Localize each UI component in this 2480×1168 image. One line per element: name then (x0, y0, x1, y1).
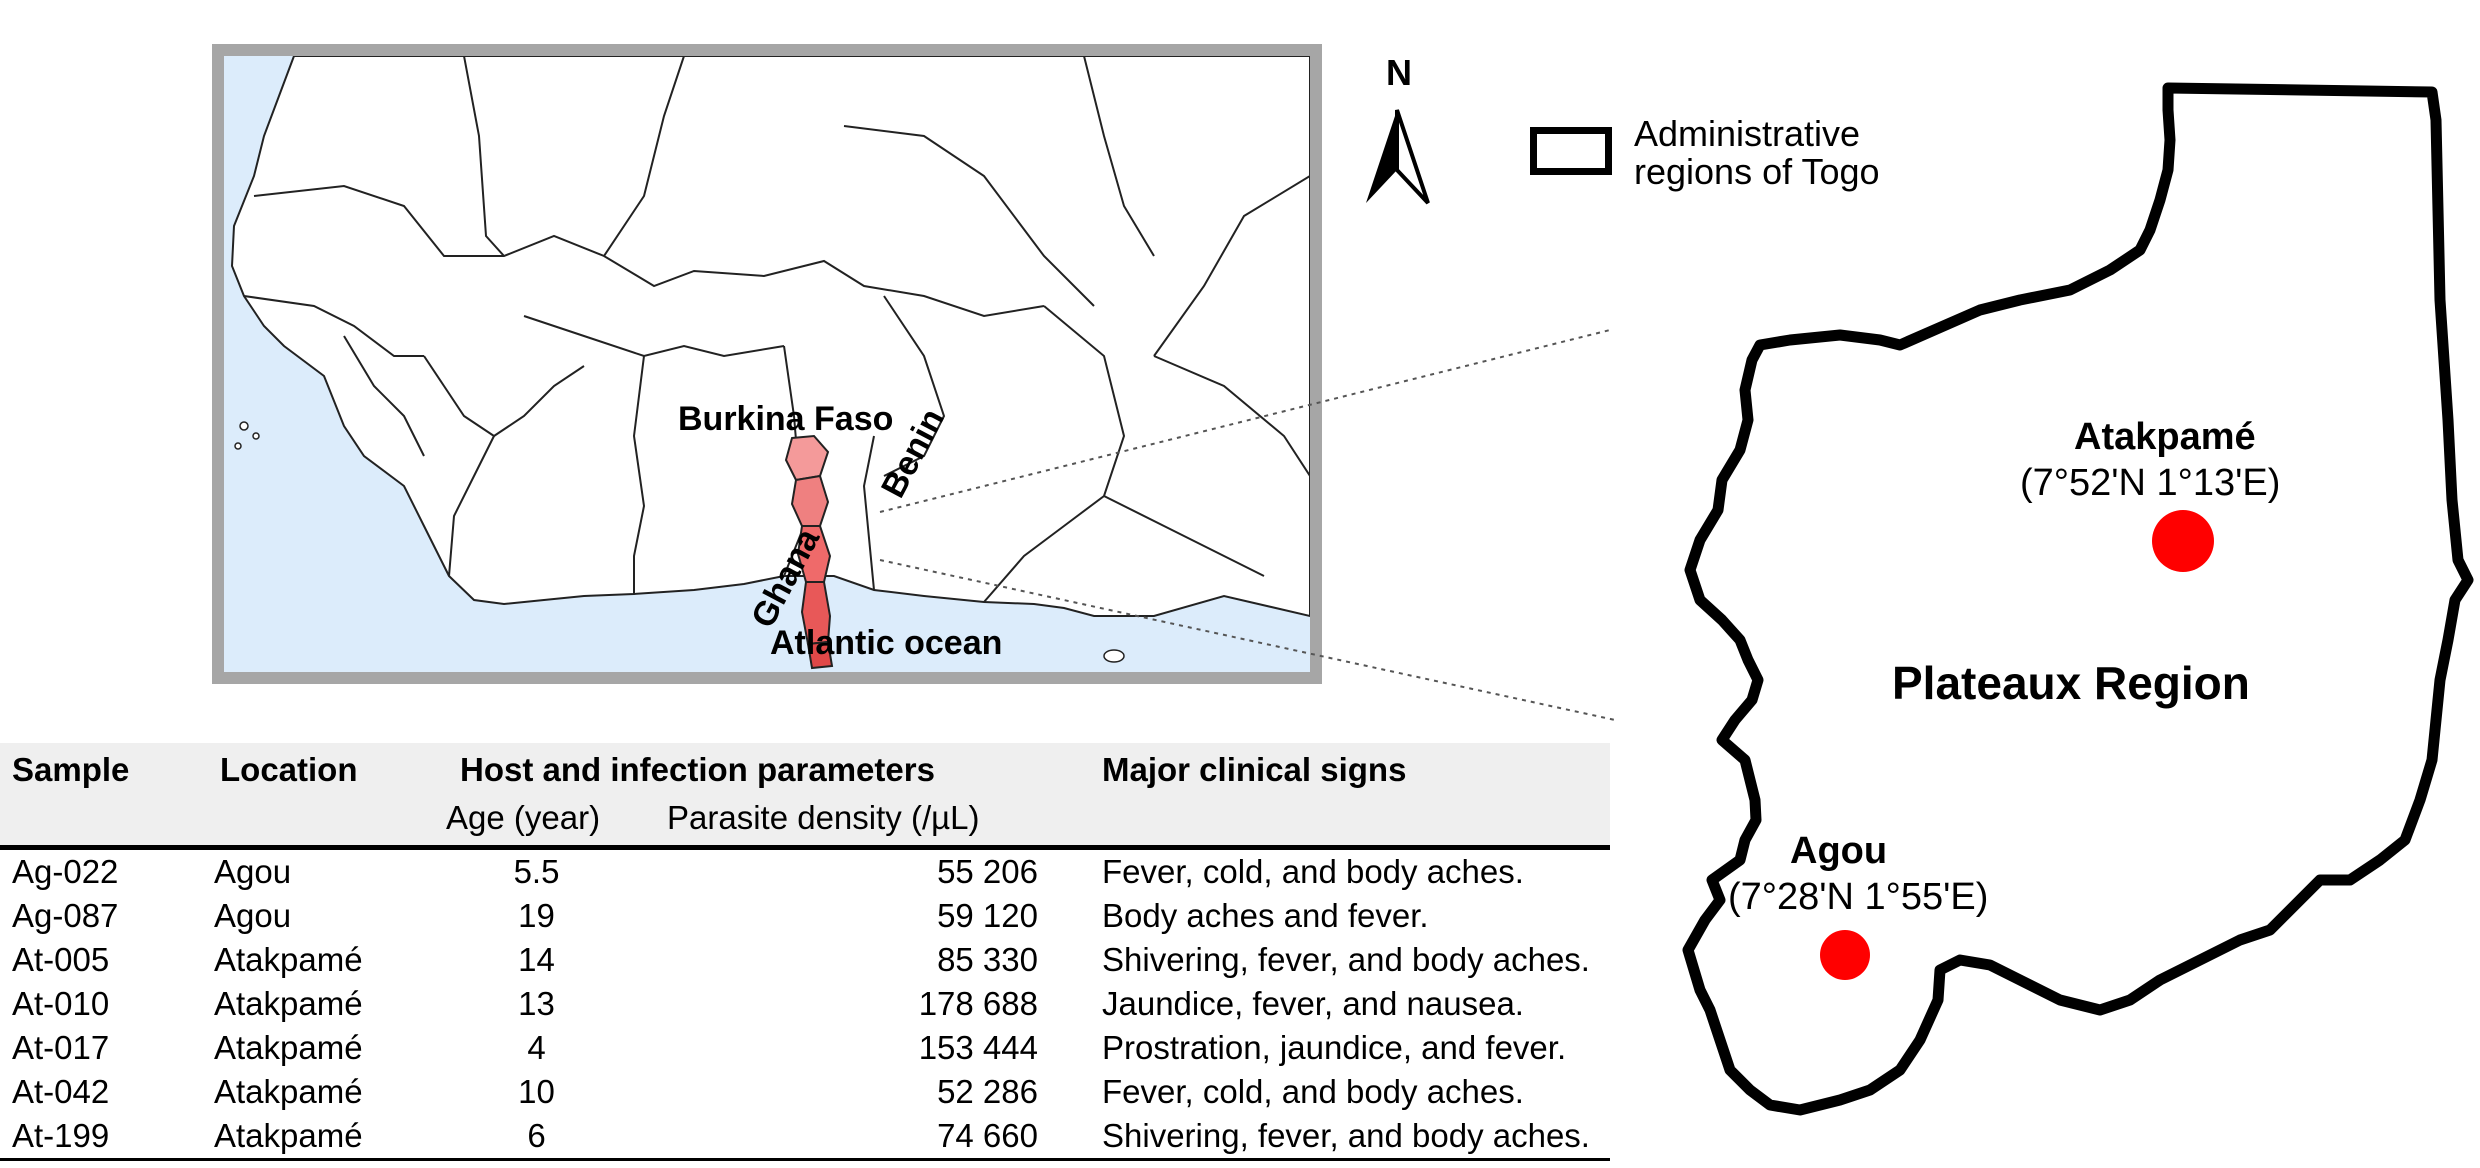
cell-clinical-signs: Shivering, fever, and body aches. (1102, 1117, 1590, 1154)
table-row: At-017 Atakpamé 4 153 444 Prostration, jaund… (0, 1026, 1610, 1070)
table-row: At-199 Atakpamé 6 74 660 Shivering, fever, a… (0, 1114, 1610, 1160)
header-clinical-signs: Major clinical signs (1102, 751, 1407, 788)
cell-parasite-density: 59 120 (937, 897, 1038, 934)
cell-age: 6 (527, 1117, 546, 1154)
cell-clinical-signs: Body aches and fever. (1102, 897, 1429, 934)
cell-location: Agou (214, 853, 292, 890)
cell-age: 14 (518, 941, 555, 978)
cell-sample: At-042 (12, 1073, 110, 1110)
cell-sample: At-005 (12, 941, 110, 978)
cell-location: Atakpamé (214, 1117, 363, 1154)
cell-age: 19 (518, 897, 555, 934)
plateaux-region-label: Plateaux Region (1892, 657, 2250, 709)
atakpame-marker (2152, 510, 2214, 572)
agou-city-name: Agou (1790, 830, 1888, 872)
coastal-islands (234, 421, 1125, 663)
cell-parasite-density: 52 286 (937, 1073, 1038, 1110)
cell-sample: At-199 (12, 1117, 110, 1154)
cell-sample: At-017 (12, 1029, 110, 1066)
cell-location: Atakpamé (214, 941, 363, 978)
cell-sample: Ag-022 (12, 853, 119, 890)
legend-text-line2: regions of Togo (1634, 151, 1880, 192)
cell-clinical-signs: Fever, cold, and body aches. (1102, 853, 1524, 890)
cell-location: Atakpamé (214, 1073, 363, 1110)
label-burkina-faso: Burkina Faso (678, 400, 894, 438)
header-parasite-density: Parasite density (/µL) (647, 799, 1090, 848)
header-host-parameters: Host and infection parameters (460, 751, 935, 788)
cell-parasite-density: 178 688 (918, 985, 1038, 1022)
cell-age: 5.5 (513, 853, 560, 890)
cell-parasite-density: 85 330 (937, 941, 1038, 978)
agou-marker (1820, 930, 1870, 980)
cell-age: 13 (518, 985, 555, 1022)
plateaux-region-outline (1682, 82, 2474, 1116)
legend-text-line1: Administrative (1634, 113, 1861, 154)
cell-clinical-signs: Fever, cold, and body aches. (1102, 1073, 1524, 1110)
togo-region-maritime (806, 640, 834, 670)
west-africa-landmass (230, 56, 1310, 618)
north-arrow-icon (1366, 109, 1430, 205)
north-arrow-label: N (1386, 52, 1412, 93)
atakpame-coordinates: (7°52'N 1°13'E) (2020, 462, 2281, 504)
inset-map-svg (230, 56, 1310, 670)
table-row: At-010 Atakpamé 13 178 688 Jaundice, fever, … (0, 982, 1610, 1026)
table-row: Ag-087 Agou 19 59 120 Body aches and fever. (0, 894, 1610, 938)
cell-location: Atakpamé (214, 985, 363, 1022)
table-subheader-row: Age (year) Parasite density (/µL) (0, 799, 1610, 848)
header-age: Age (year) (426, 799, 647, 848)
sample-table: Sample Location Host and infection param… (0, 743, 1610, 1161)
west-africa-inset-map: Burkina Faso Benin Ghana Atlantic ocean (212, 44, 1322, 684)
label-atlantic-ocean: Atlantic ocean (770, 624, 1003, 662)
table-row: At-005 Atakpamé 14 85 330 Shivering, fever, … (0, 938, 1610, 982)
cell-parasite-density: 74 660 (937, 1117, 1038, 1154)
cell-parasite-density: 153 444 (918, 1029, 1038, 1066)
header-sample: Sample (12, 751, 130, 788)
sample-table-container: Sample Location Host and infection param… (0, 743, 1610, 1161)
cell-age: 4 (527, 1029, 546, 1066)
table-row: At-042 Atakpamé 10 52 286 Fever, cold, and b… (0, 1070, 1610, 1114)
table-header-row: Sample Location Host and infection param… (0, 743, 1610, 799)
cell-clinical-signs: Prostration, jaundice, and fever. (1102, 1029, 1567, 1066)
cell-sample: At-010 (12, 985, 110, 1022)
cell-clinical-signs: Jaundice, fever, and nausea. (1102, 985, 1524, 1022)
header-location: Location (220, 751, 358, 788)
cell-sample: Ag-087 (12, 897, 119, 934)
table-row: Ag-022 Agou 5.5 55 206 Fever, cold, and body… (0, 848, 1610, 895)
cell-location: Atakpamé (214, 1029, 363, 1066)
legend-swatch (1530, 127, 1612, 175)
cell-location: Agou (214, 897, 292, 934)
togo-regions (784, 434, 834, 670)
cell-age: 10 (518, 1073, 555, 1110)
agou-coordinates: (7°28'N 1°55'E) (1728, 876, 1989, 918)
cell-parasite-density: 55 206 (937, 853, 1038, 890)
cell-clinical-signs: Shivering, fever, and body aches. (1102, 941, 1590, 978)
atakpame-city-name: Atakpamé (2074, 416, 2256, 458)
